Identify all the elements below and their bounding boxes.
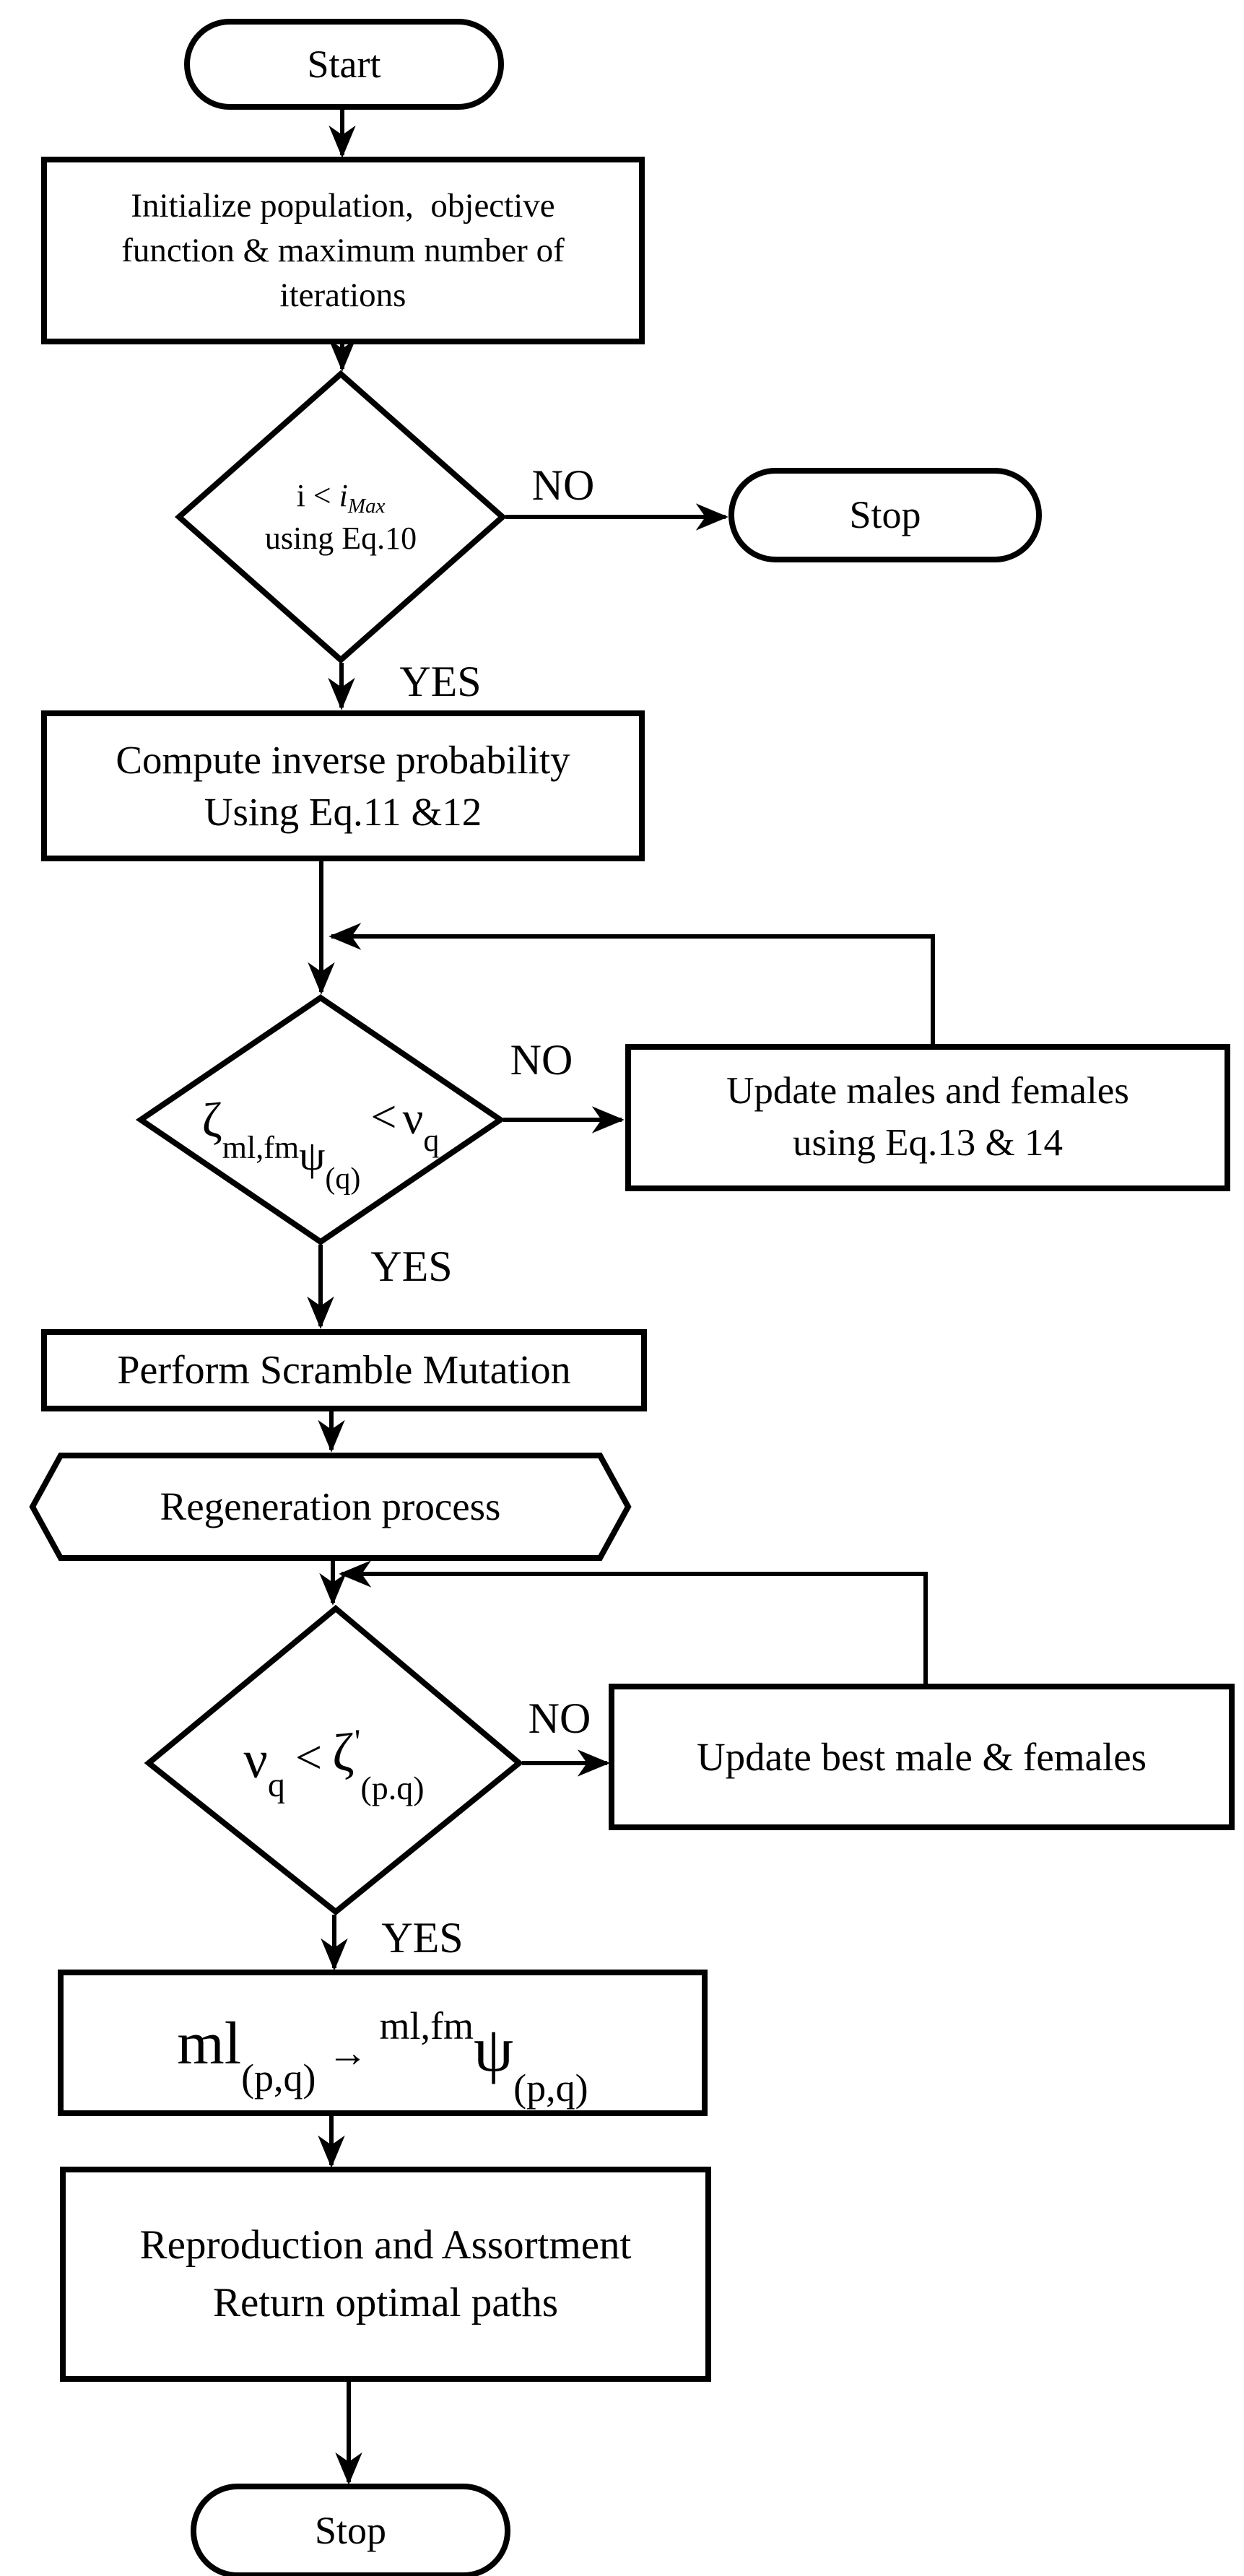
nu-decision: νq<ζ'(p.q) <box>149 1609 519 1912</box>
stop-top-label: Stop <box>849 493 921 537</box>
assignment-box-shape <box>58 1970 708 2116</box>
initialize-line-1: Initialize population, objective <box>131 186 555 225</box>
branch-label-zeta-yes: YES <box>370 1243 453 1290</box>
update-best-box-shape <box>609 1684 1235 1830</box>
assignment-formula: ml(p,q)→ml,fmψ(p,q) <box>177 2003 588 2110</box>
regeneration-label: Regeneration process <box>160 1484 501 1529</box>
assignment-box: ml(p,q)→ml,fmψ(p,q) <box>61 1972 705 2113</box>
feedback-update-males-to-main <box>329 923 935 1047</box>
iteration-condition: i < iMax <box>296 477 386 518</box>
maps-to-arrow: → <box>327 2030 368 2076</box>
start-node: Start <box>187 22 501 107</box>
nu-term: ν <box>243 1731 268 1790</box>
zeta-formula: ζml,fmψ(q)<νq <box>201 1091 440 1196</box>
iteration-decision: i < iMax using Eq.10 <box>179 374 503 660</box>
update-males-females-box: Update males and females using Eq.13 & 1… <box>628 1047 1227 1188</box>
inverse-probability-box: Compute inverse probability Using Eq.11 … <box>44 713 642 858</box>
nu-formula: νq<ζ'(p.q) <box>243 1723 425 1806</box>
branch-label-zeta-no: NO <box>510 1036 573 1084</box>
inverse-probability-line-2: Using Eq.11 &12 <box>204 789 482 834</box>
zeta-term: ζ <box>201 1092 222 1147</box>
initialize-line-3: iterations <box>279 277 406 315</box>
psi-term: ψ <box>299 1132 326 1179</box>
update-males-line-2: using Eq.13 & 14 <box>793 1122 1063 1164</box>
update-males-females-box-shape <box>625 1044 1230 1191</box>
regeneration-hexagon-shape <box>29 1453 632 1561</box>
branch-label-iteration-yes: YES <box>399 658 482 705</box>
inverse-probability-line-1: Compute inverse probability <box>116 738 570 782</box>
zeta-decision: ζml,fmψ(q)<νq <box>141 998 500 1242</box>
scramble-mutation-box-shape <box>41 1329 647 1411</box>
stop-bottom-label: Stop <box>314 2509 387 2553</box>
feedback-update-best-to-main <box>339 1560 928 1687</box>
stop-bottom-shape <box>191 2484 510 2576</box>
branch-label-iteration-no: NO <box>531 461 595 509</box>
scramble-mutation-box: Perform Scramble Mutation <box>44 1332 644 1409</box>
psi-term: ψ <box>474 2014 514 2085</box>
branch-label-nu-yes: YES <box>381 1914 464 1962</box>
initialize-line-2: function & maximum number of <box>121 231 565 269</box>
inverse-probability-box-shape <box>41 710 645 861</box>
stop-top-shape <box>728 468 1042 562</box>
reproduction-line-2: Return optimal paths <box>212 2280 559 2325</box>
reproduction-box: Reproduction and Assortment Return optim… <box>63 2170 708 2379</box>
nu-term: ν <box>402 1092 424 1144</box>
update-best-box: Update best male & females <box>612 1687 1232 1827</box>
stop-bottom-node: Stop <box>193 2486 508 2575</box>
reproduction-line-1: Reproduction and Assortment <box>139 2222 632 2268</box>
iteration-equation-ref: using Eq.10 <box>264 521 417 556</box>
regeneration-hexagon: Regeneration process <box>32 1455 628 1558</box>
branch-label-nu-no: NO <box>528 1694 591 1742</box>
initialize-box: Initialize population, objective functio… <box>44 160 642 341</box>
start-shape <box>184 19 504 110</box>
initialize-box-shape <box>41 157 645 344</box>
update-best-label: Update best male & females <box>696 1734 1147 1779</box>
zeta-term: ζ <box>332 1723 355 1783</box>
stop-top-node: Stop <box>731 471 1039 560</box>
reproduction-box-shape <box>60 2167 711 2382</box>
zeta-decision-shape <box>135 994 506 1245</box>
ml-term: ml <box>177 2009 242 2077</box>
update-males-line-1: Update males and females <box>726 1070 1129 1113</box>
start-label: Start <box>307 42 381 86</box>
nu-decision-shape <box>144 1604 524 1916</box>
iteration-decision-shape <box>174 370 508 664</box>
scramble-mutation-label: Perform Scramble Mutation <box>117 1347 571 1393</box>
